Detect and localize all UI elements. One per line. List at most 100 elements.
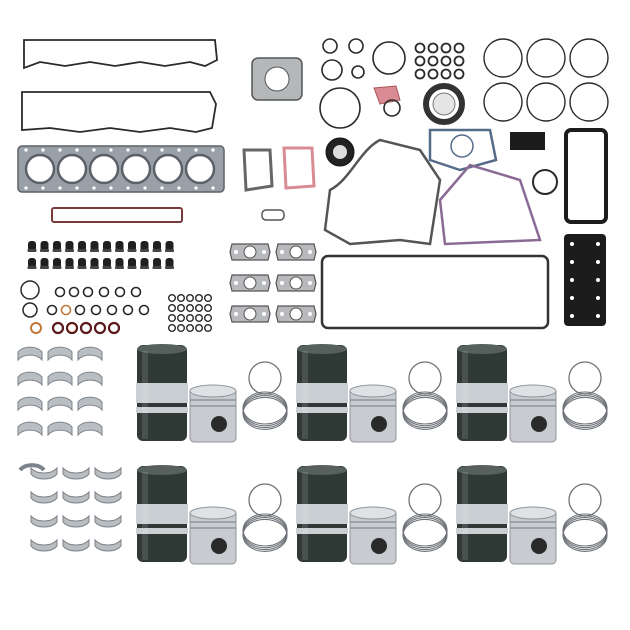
flywheel-housing-gasket <box>438 163 542 246</box>
head-gasket-hole <box>75 148 79 152</box>
valve-stem-seal-base <box>152 266 162 269</box>
rocker-housing-gasket <box>51 207 183 223</box>
power-cylinder-set <box>136 344 288 443</box>
piston-ring <box>242 395 288 429</box>
cylinder-liner-highlight <box>462 472 468 560</box>
oil-cooler-bolt-hole <box>570 296 574 300</box>
head-gasket-hole <box>41 186 45 190</box>
piston-ring <box>562 518 608 552</box>
o-ring <box>203 294 212 303</box>
piston-ring <box>242 515 288 549</box>
exhaust-gasket-bolt-hole <box>234 250 238 254</box>
oil-cooler-bolt-hole <box>596 296 600 300</box>
o-ring <box>372 41 406 75</box>
valve-stem-seal <box>53 258 61 268</box>
cylinder-liner-top <box>297 465 347 475</box>
timing-cover-gaskets <box>323 128 558 246</box>
piston-pin-bore <box>211 538 227 554</box>
piston-ring <box>242 513 288 547</box>
head-gasket-hole <box>41 148 45 152</box>
o-ring <box>440 55 452 67</box>
head-gasket-hole <box>194 148 198 152</box>
valve-cover-gasket-upper <box>23 39 218 70</box>
cylinder-liner-band <box>456 383 508 403</box>
piston-ring-single <box>408 361 442 395</box>
valve-stem-seal-base <box>152 249 162 252</box>
o-ring <box>185 294 194 303</box>
rod-bearing-shell <box>62 466 90 480</box>
rod-bearing-shell <box>30 466 58 480</box>
oil-cooler-bolt-hole <box>596 242 600 246</box>
piston-ring <box>242 517 288 551</box>
head-gasket-hole <box>211 186 215 190</box>
o-ring <box>383 99 401 117</box>
valve-stem-seal-base <box>27 266 37 269</box>
main-bearing-shell <box>77 421 103 437</box>
large-o-ring <box>569 82 609 122</box>
oil-cooler-gasket-solid <box>564 234 606 326</box>
o-ring <box>203 324 212 333</box>
exhaust-gasket-port <box>243 245 257 259</box>
valve-stem-seal-base <box>140 266 149 269</box>
o-ring <box>98 286 110 298</box>
oil-cooler-bolt-hole <box>570 242 574 246</box>
head-gasket-hole <box>109 186 113 190</box>
cylinder-liner-band <box>296 383 348 403</box>
o-ring <box>130 286 142 298</box>
piston-ring <box>402 515 448 549</box>
o-ring <box>167 324 176 333</box>
valve-stem-seal-base <box>115 249 124 252</box>
o-ring <box>68 286 80 298</box>
cylinder-liner-top <box>457 344 507 354</box>
valve-stem-seal-base <box>140 249 149 252</box>
o-ring <box>176 314 185 323</box>
rod-bearing-shell <box>62 538 90 552</box>
piston-pin-bore <box>531 416 547 432</box>
oil-cooler-gaskets <box>564 128 608 326</box>
o-ring <box>319 87 361 129</box>
head-gasket-hole <box>160 186 164 190</box>
piston-crown <box>189 506 237 520</box>
small-flange-gasket <box>261 209 285 221</box>
valve-stem-seal-base <box>102 266 112 269</box>
valve-stem-seal <box>128 258 136 268</box>
piston-crown <box>509 384 557 398</box>
head-gasket-bore <box>24 153 56 185</box>
valve-stem-seal <box>28 241 36 251</box>
o-ring <box>54 286 66 298</box>
rear-main-seal-inner <box>432 92 456 116</box>
valve-stem-seal-base <box>127 249 137 252</box>
exhaust-gasket-bolt-hole <box>262 250 266 254</box>
large-o-ring <box>569 38 609 78</box>
o-ring <box>176 304 185 313</box>
head-gasket-hole <box>194 186 198 190</box>
o-ring <box>440 42 452 54</box>
power-cylinder-set <box>456 465 608 565</box>
cylinder-liner-highlight <box>302 472 308 560</box>
main-bearing-shell <box>47 371 73 387</box>
main-bearing-shell <box>77 396 103 412</box>
exhaust-gasket-port <box>243 276 257 290</box>
head-gasket-hole <box>211 148 215 152</box>
large-o-ring <box>483 38 523 78</box>
o-ring <box>348 38 364 54</box>
piston-ring <box>402 396 448 430</box>
ring-set-top-right <box>319 38 609 129</box>
main-bearing-shell <box>77 346 103 362</box>
piston-ring <box>562 395 608 429</box>
piston-ring <box>562 393 608 427</box>
cylinder-liner-highlight <box>142 472 148 560</box>
oil-cooler-bolt-hole <box>570 314 574 318</box>
piston-ring <box>562 515 608 549</box>
valve-stem-seal <box>140 258 149 268</box>
rod-bearing-shell <box>30 490 58 504</box>
valve-stem-seal-base <box>52 266 62 269</box>
piston-ring <box>242 391 288 425</box>
cylinder-liner-band <box>296 504 348 524</box>
valve-stem-seal-base <box>52 249 62 252</box>
valve-stem-seal <box>140 241 149 251</box>
exhaust-gasket-port <box>243 307 257 321</box>
power-cylinder-set <box>296 344 448 443</box>
o-ring <box>203 314 212 323</box>
main-bearing-shell <box>47 421 73 437</box>
